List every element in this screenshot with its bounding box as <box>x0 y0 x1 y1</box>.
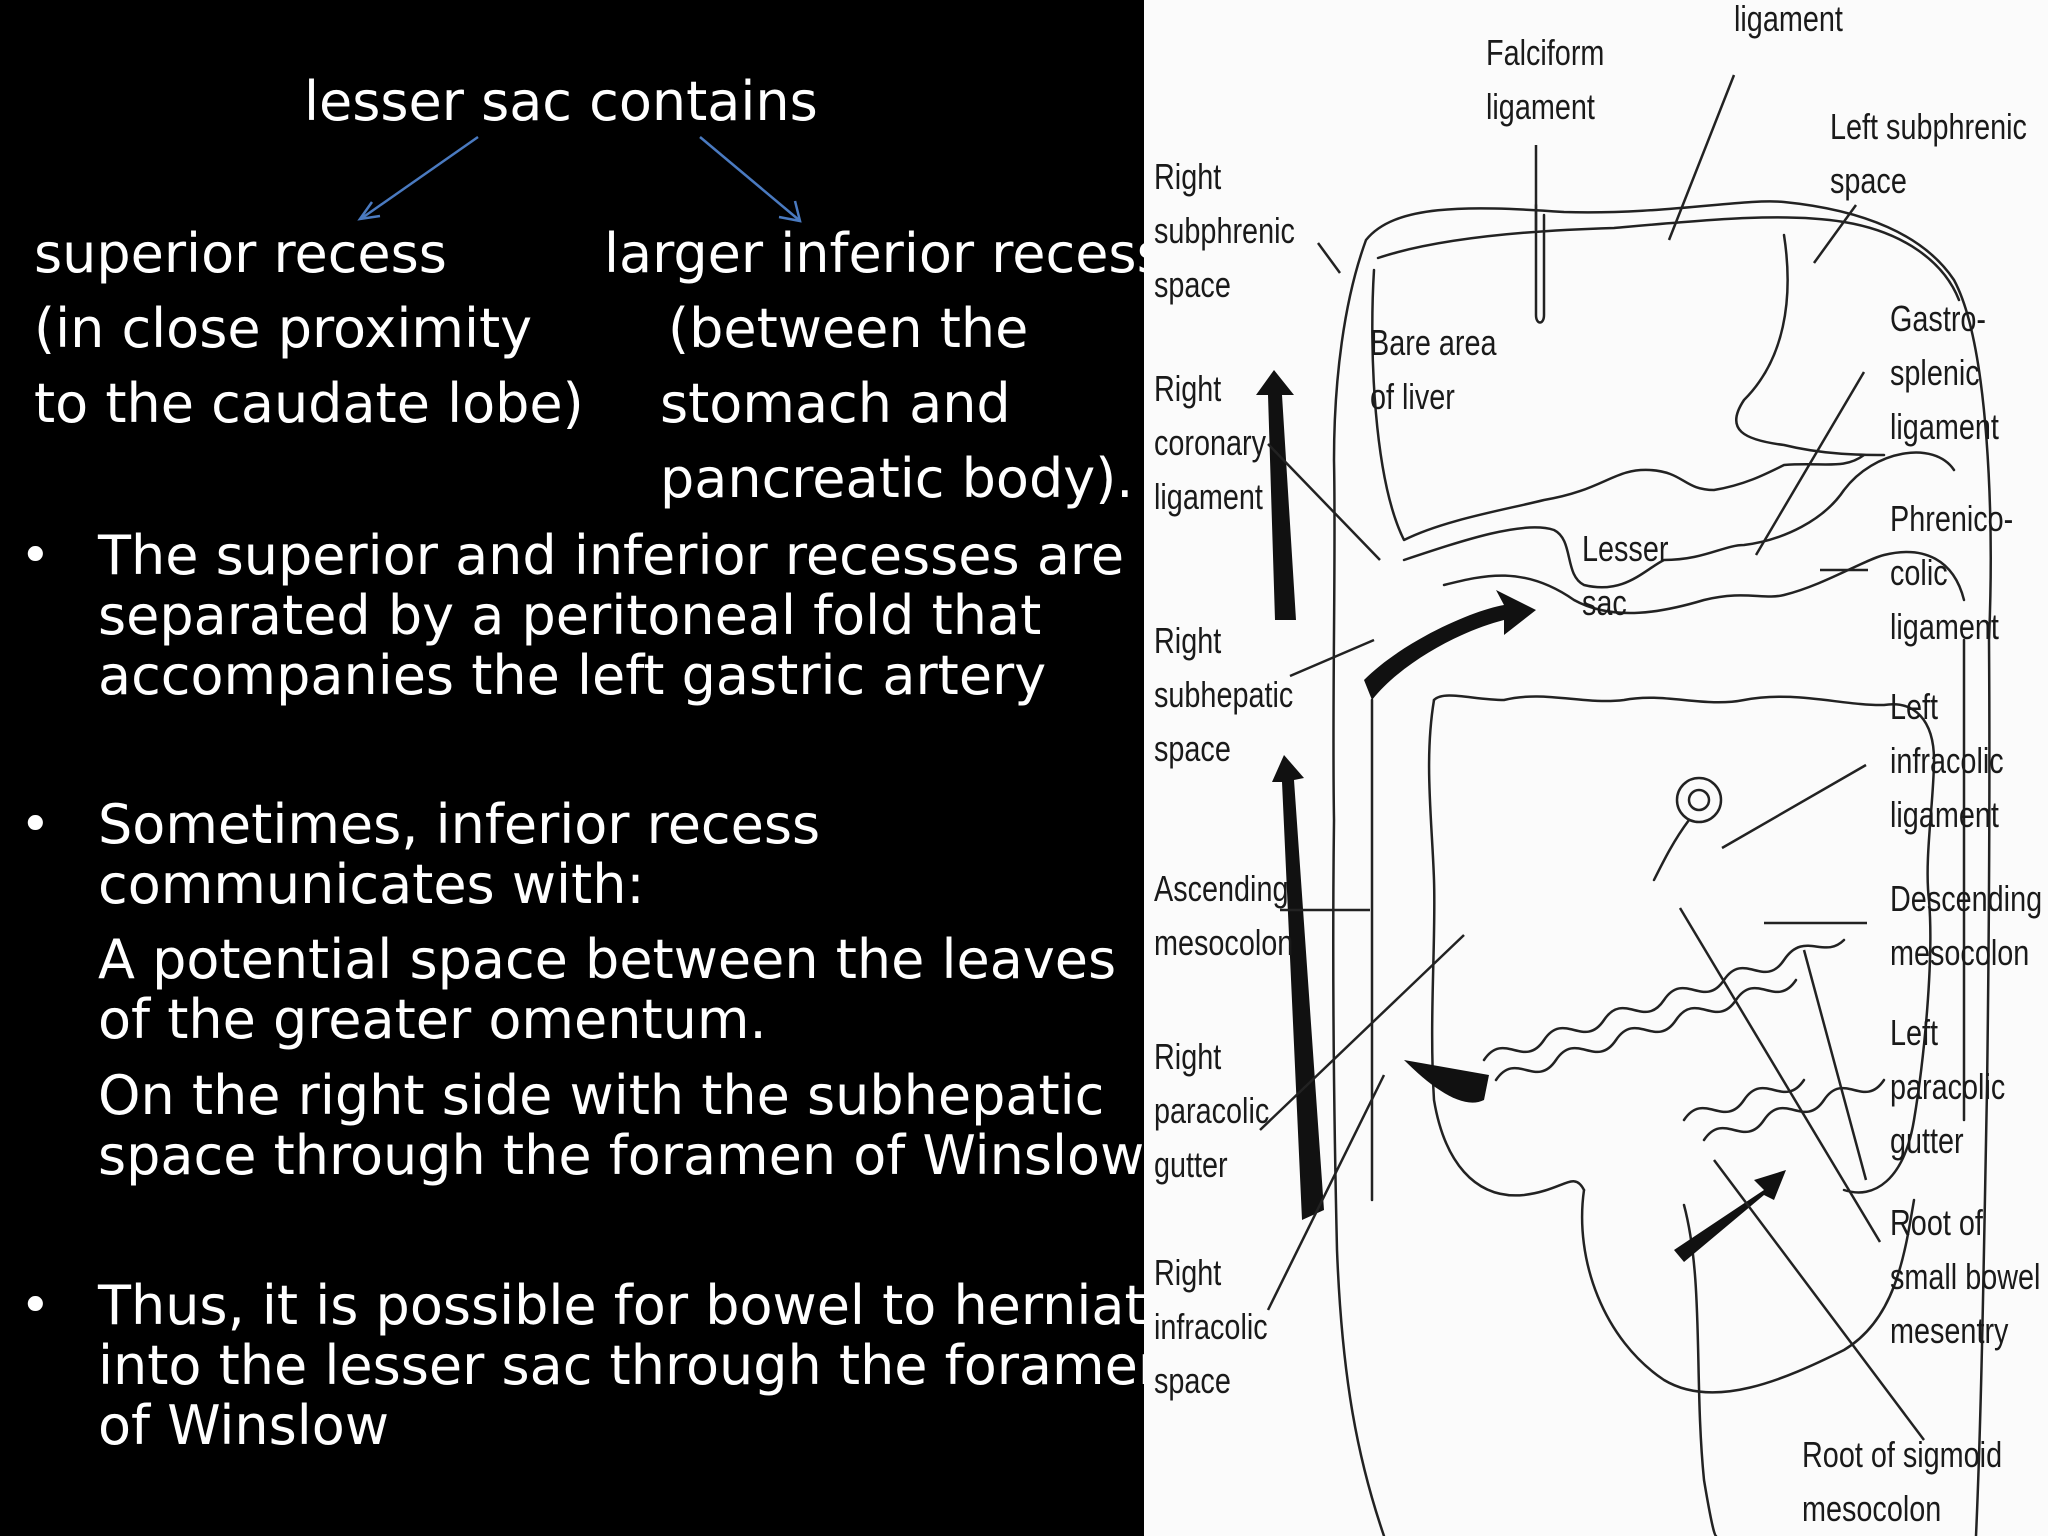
label-right-subphrenic-space: Right subphrenic space <box>1154 156 1295 305</box>
diaphragm-line <box>1376 216 1961 302</box>
label-right-subhepatic-space: Right subhepatic space <box>1154 620 1294 769</box>
label-root-of-sigmoid-mesocolon: Root of sigmoid mesocolon <box>1802 1434 2003 1529</box>
label-left-subphrenic-space: Left subphrenic space <box>1830 106 2027 201</box>
small-bowel-wave-4 <box>1682 1078 1806 1122</box>
outer-peritoneal-outline <box>1331 200 1992 1536</box>
transverse-colon-outline <box>1432 694 1936 1194</box>
sub-paragraph-1-line-2: of the greater omentum. <box>98 988 767 1051</box>
falciform-ligament-line <box>1534 203 1546 324</box>
bullet-3-line-2: into the lesser sac through the foramen <box>98 1334 1173 1397</box>
arrow-up-paracolic <box>1272 755 1324 1220</box>
small-bowel-wave-2 <box>1494 978 1798 1082</box>
small-bowel-wave-1 <box>1482 938 1846 1062</box>
label-phrenicocolic-ligament: Phrenico- colic ligament <box>1890 498 2014 647</box>
branch-arrows <box>357 135 802 223</box>
bullet-1-line-2: separated by a peritoneal fold that <box>98 584 1042 647</box>
bullet-marker-2: • <box>20 795 51 855</box>
superior-recess-line-1: superior recess <box>34 222 447 285</box>
duodenojejunal-flexure <box>1675 776 1723 824</box>
inferior-recess-line-1: larger inferior recess <box>604 222 1165 285</box>
bullet-marker-1: • <box>20 526 51 586</box>
inferior-recess-line-4: pancreatic body). <box>660 447 1134 510</box>
liver-outline <box>1371 233 1886 542</box>
mesentery-root <box>1682 1203 1718 1536</box>
sub-paragraph-2-line-2: space through the foramen of Winslow. <box>98 1124 1157 1187</box>
label-falciform-ligament: Falciform ligament <box>1486 32 1605 127</box>
label-bare-area-of-liver: Bare area of liver <box>1370 322 1497 417</box>
bullet-3-line-3: of Winslow <box>98 1394 389 1457</box>
text-panel: lesser sac contains superior recess (in … <box>20 70 1179 1457</box>
inferior-recess-line-3: stomach and <box>660 372 1011 435</box>
label-right-paracolic-gutter: Right paracolic gutter <box>1154 1036 1270 1185</box>
right-branch-arrow <box>699 136 802 223</box>
label-lesser-sac: Lesser sac <box>1582 528 1669 623</box>
arrow-right-infracolic <box>1674 1170 1786 1262</box>
stomach-outline <box>1402 451 1956 589</box>
small-bowel-wave-3 <box>1702 1078 1886 1142</box>
label-left-paracolic-gutter: Left paracolic gutter <box>1890 1012 2006 1161</box>
label-left-infracolic-ligament: Left infracolic ligament <box>1890 686 2004 835</box>
arrow-lesser-sac <box>1364 590 1536 700</box>
bullet-1-line-1: The superior and inferior recesses are <box>98 524 1125 587</box>
inferior-recess-line-2: (between the <box>668 297 1029 360</box>
bullet-1-line-3: accompanies the left gastric artery <box>98 644 1047 707</box>
label-gastrosplenic-ligament: Gastro- splenic ligament <box>1890 298 1999 447</box>
bullet-2-line-1: Sometimes, inferior recess <box>98 793 821 856</box>
lesser-sac-heading: lesser sac contains <box>304 70 818 133</box>
anatomy-diagram: ligament Falciform ligament Left subphre… <box>1144 0 2048 1536</box>
sigmoid-loop <box>1580 1188 1916 1394</box>
sub-paragraph-2-line-1: On the right side with the subhepatic <box>98 1064 1105 1127</box>
bullet-3-line-1: Thus, it is possible for bowel to hernia… <box>98 1274 1179 1337</box>
label-right-infracolic-space: Right infracolic space <box>1154 1252 1268 1401</box>
peritoneal-spaces-drawing <box>1256 74 1992 1536</box>
sub-paragraph-1-line-1: A potential space between the leaves <box>98 928 1117 991</box>
superior-recess-line-2: (in close proximity <box>34 297 533 360</box>
label-right-coronary-ligament: Right coronary ligament <box>1154 368 1267 517</box>
bullet-2-line-2: communicates with: <box>98 853 645 916</box>
label-ascending-mesocolon: Ascending mesocolon <box>1154 868 1294 963</box>
superior-recess-line-3: to the caudate lobe) <box>34 372 584 435</box>
lesser-sac-outline <box>1442 550 1966 615</box>
label-ligament-top: ligament <box>1734 0 1843 39</box>
label-descending-mesocolon: Descending mesocolon <box>1890 878 2043 973</box>
left-branch-arrow <box>357 135 479 221</box>
arrow-up-subphrenic <box>1256 370 1296 620</box>
label-root-of-small-bowel-mesentry: Root of small bowel mesentry <box>1890 1202 2041 1351</box>
bullet-marker-3: • <box>20 1276 51 1336</box>
arrow-bowel-1 <box>1404 1060 1489 1103</box>
